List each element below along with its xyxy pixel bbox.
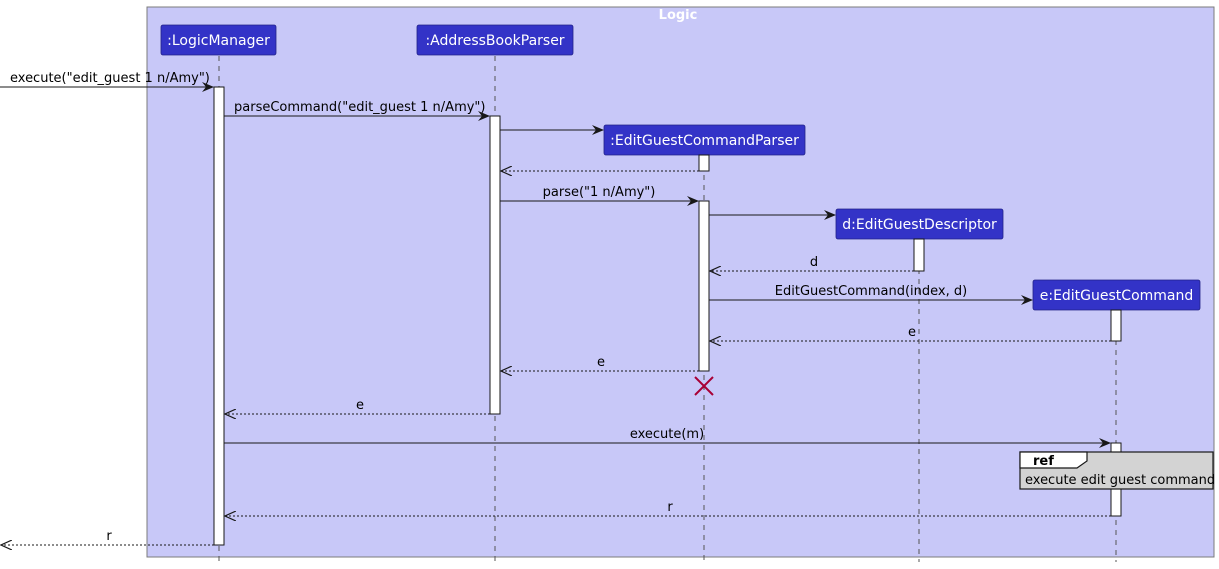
activation-edit-guest-command-parser-parse: [698, 200, 710, 372]
participant-edit-guest-command-parser-label: :EditGuestCommandParser: [610, 133, 799, 149]
activation-logic-manager: [213, 86, 225, 546]
message-final-return-label: r: [106, 529, 112, 544]
message-execute-label: execute("edit_guest 1 n/Amy"): [10, 71, 210, 86]
message-result-return-label: r: [667, 500, 673, 515]
message-parser-return-label: e: [597, 355, 605, 370]
message-descriptor-return-label: d: [810, 255, 818, 270]
message-parse-command-label: parseCommand("edit_guest 1 n/Amy"): [234, 100, 485, 115]
participant-edit-guest-descriptor-label: d:EditGuestDescriptor: [842, 217, 997, 233]
message-constructor-label: EditGuestCommand(index, d): [775, 284, 967, 299]
participant-edit-guest-command-label: e:EditGuestCommand: [1040, 288, 1194, 304]
ref-box: ref execute edit guest command: [1019, 451, 1215, 490]
message-abp-return-label: e: [356, 398, 364, 413]
ref-text: execute edit guest command: [1025, 473, 1215, 488]
participant-edit-guest-command: e:EditGuestCommand: [1032, 279, 1201, 311]
participant-edit-guest-descriptor: d:EditGuestDescriptor: [835, 208, 1004, 240]
message-parse-label: parse("1 n/Amy"): [543, 185, 656, 200]
activation-address-book-parser: [489, 115, 501, 415]
destroy-marker: [694, 376, 714, 396]
activation-edit-guest-descriptor: [913, 238, 925, 272]
participant-logic-manager: :LogicManager: [160, 24, 277, 56]
activation-edit-guest-command-create: [1110, 309, 1122, 342]
participant-logic-manager-label: :LogicManager: [167, 33, 270, 49]
message-execute-m-label: execute(m): [630, 427, 704, 442]
ref-tag: ref: [1033, 454, 1054, 469]
participant-address-book-parser-label: :AddressBookParser: [425, 33, 564, 49]
message-command-return-label: e: [908, 325, 916, 340]
logic-frame-title: Logic: [659, 8, 698, 23]
activation-edit-guest-command-parser-create: [698, 154, 710, 172]
participant-address-book-parser: :AddressBookParser: [416, 24, 574, 56]
participant-edit-guest-command-parser: :EditGuestCommandParser: [603, 124, 806, 156]
